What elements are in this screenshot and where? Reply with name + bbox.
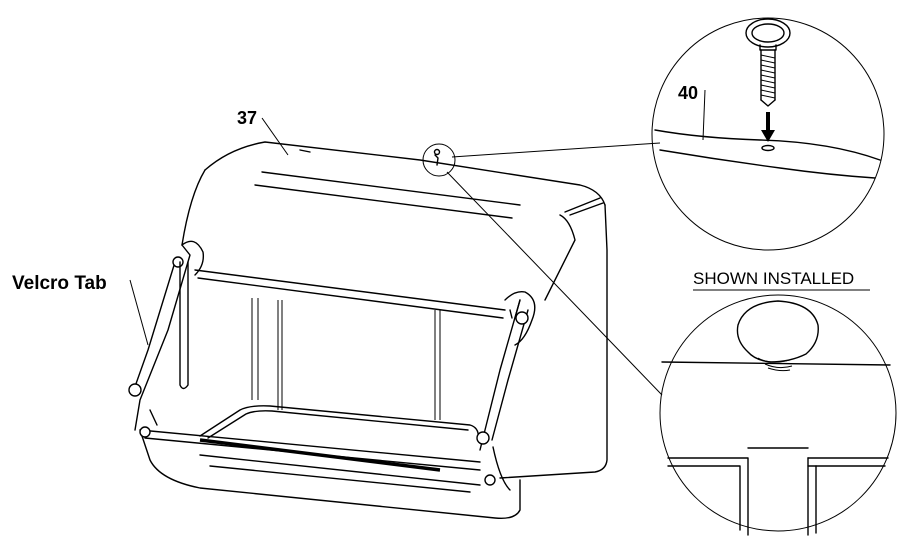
- detail-view-top: [651, 17, 885, 251]
- part-37-label: 37: [237, 108, 257, 128]
- shown-installed-label: SHOWN INSTALLED: [693, 269, 854, 288]
- leader-37: [261, 117, 289, 156]
- part-40-label: 40: [678, 83, 698, 103]
- velcro-tab-label: Velcro Tab: [12, 273, 107, 294]
- leader-line-top: [451, 142, 661, 158]
- leader-line-bottom: [446, 171, 663, 396]
- cover-body: [128, 141, 608, 520]
- detail-view-bottom: [659, 294, 897, 536]
- leader-velcro: [129, 279, 149, 346]
- detail-marker-circle: [422, 143, 456, 177]
